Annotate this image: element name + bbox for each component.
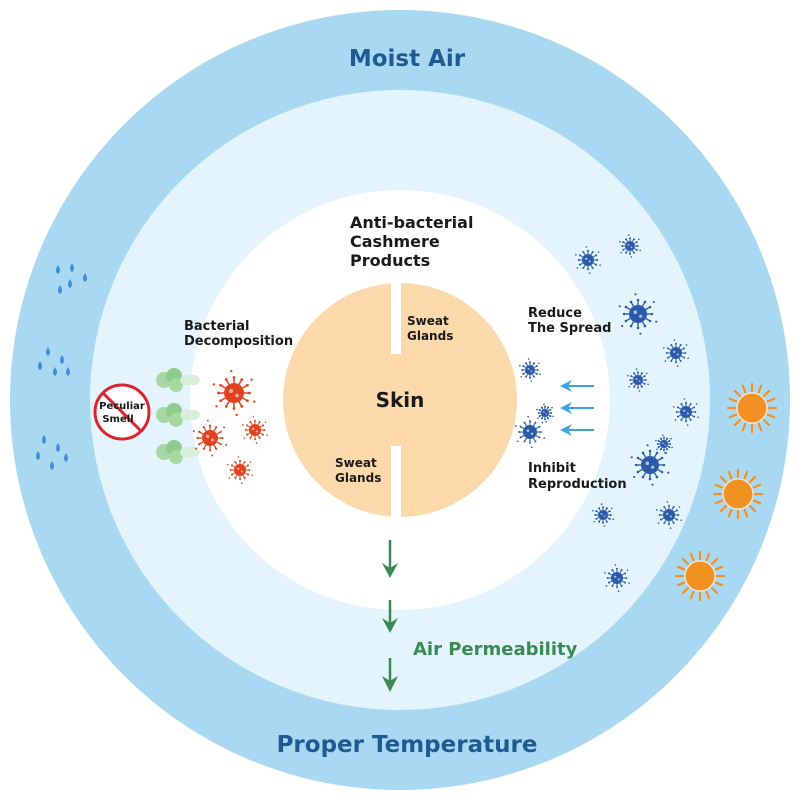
proper-temperature-label: Proper Temperature	[277, 732, 538, 758]
bacteria-icon	[656, 501, 682, 529]
bacteria-icon	[227, 456, 253, 484]
product-label: Anti-bacterial Cashmere Products	[350, 213, 473, 270]
inhibit-reproduction-line-1: Inhibit	[528, 461, 576, 476]
bacterial-decomposition-line-1: Bacterial	[184, 319, 250, 334]
reduce-spread-line-2: The Spread	[528, 321, 611, 336]
bacteria-icon	[630, 444, 670, 486]
air-arrow-1	[382, 540, 398, 578]
sweat-glands-top-line-1: Sweat	[407, 314, 449, 328]
water-drop-icon	[46, 347, 50, 356]
water-drop-icon	[36, 451, 40, 460]
moist-air-label: Moist Air	[349, 46, 466, 72]
smoke-cloud-icon	[156, 368, 200, 392]
bacteria-icon	[514, 415, 546, 449]
water-drop-icon	[38, 361, 42, 370]
skin-label: Skin	[376, 388, 425, 412]
inhibit-reproduction-line-2: Reproduction	[528, 477, 627, 492]
bacteria-icon	[212, 369, 256, 417]
product-label-line-3: Products	[350, 251, 430, 270]
water-drop-icon	[42, 435, 46, 444]
smoke-cloud-icon	[156, 403, 200, 427]
water-drop-icon	[50, 461, 54, 470]
sweat-glands-top-line-2: Glands	[407, 329, 453, 343]
sun-icon	[712, 468, 764, 520]
bacteria-icon	[663, 339, 689, 367]
blue-arrow-1	[560, 380, 594, 392]
bacteria-icon	[592, 503, 614, 527]
bacteria-icon	[655, 434, 673, 454]
blue-arrow-2	[560, 402, 594, 414]
air-permeability-label: Air Permeability	[413, 639, 578, 660]
water-drop-icon	[68, 279, 72, 288]
bacteria-icon	[619, 234, 641, 258]
skin-circle	[283, 282, 517, 518]
air-arrow-3	[382, 658, 398, 692]
bacterial-decomposition-line-2: Decomposition	[184, 334, 293, 349]
bacteria-icon	[673, 398, 699, 426]
blue-bacteria	[514, 234, 699, 592]
bacteria-icon	[575, 246, 601, 274]
bacteria-icon	[627, 368, 649, 392]
sun-icon	[726, 382, 778, 434]
air-arrow-2	[382, 600, 398, 633]
no-smell-icon: Peculiar Smell	[93, 383, 151, 441]
water-drop-icon	[58, 285, 62, 294]
sweat-glands-bottom-line-1: Sweat	[335, 456, 377, 470]
smoke-cloud-icon	[156, 440, 200, 464]
product-label-line-1: Anti-bacterial	[350, 213, 473, 232]
water-drop-icon	[64, 453, 68, 462]
sweat-glands-bottom-line-2: Glands	[335, 471, 381, 485]
bacteria-icon	[604, 564, 630, 592]
water-drop-icon	[56, 265, 60, 274]
bacteria-icon	[192, 419, 228, 457]
peculiar-smell-line-1: Peculiar	[99, 401, 145, 412]
suns	[674, 382, 778, 602]
reduce-spread-line-1: Reduce	[528, 306, 582, 321]
sun-icon	[674, 550, 726, 602]
bacteria-icon	[536, 403, 554, 423]
water-drop-icon	[66, 367, 70, 376]
water-drop-icon	[83, 273, 87, 282]
water-drops	[36, 263, 87, 470]
red-bacteria	[192, 369, 268, 484]
water-drop-icon	[56, 443, 60, 452]
bacteria-icon	[519, 358, 541, 382]
product-label-line-2: Cashmere	[350, 232, 440, 251]
smoke-clouds	[156, 368, 200, 464]
peculiar-smell-line-2: Smell	[102, 414, 133, 425]
water-drop-icon	[53, 367, 57, 376]
bacteria-icon	[242, 416, 268, 444]
blue-arrow-3	[560, 424, 594, 436]
water-drop-icon	[60, 355, 64, 364]
water-drop-icon	[70, 263, 74, 272]
bacteria-icon	[618, 293, 658, 335]
